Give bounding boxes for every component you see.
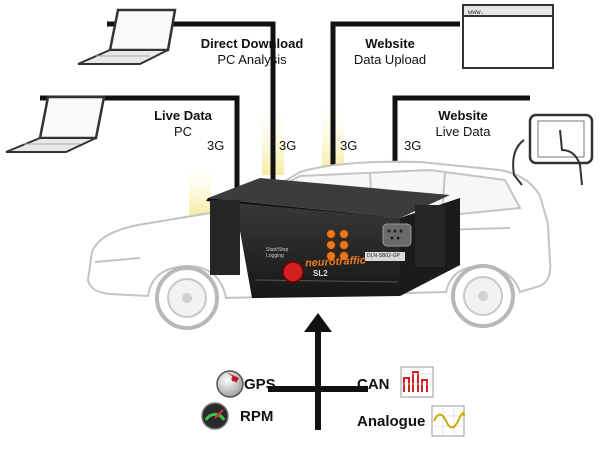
svg-text:www.: www. [468,9,485,17]
label-live-data-pc-subtitle: PC [173,124,193,139]
signal-glow-1 [189,160,211,215]
analogue-signal-icon [431,405,465,437]
input-arrow [268,313,368,430]
label-website-live: Website Live Data [418,108,508,140]
tablet-icon [512,113,594,186]
device-button-label: Start/Stop Logging [266,247,289,259]
front-wheel [155,266,219,330]
label-website-live-subtitle: Live Data [435,124,491,139]
laptop-icon-top [77,8,177,65]
rear-wheel [451,264,515,328]
network-label-2: 3G [279,138,297,153]
network-label-4: 3G [404,138,422,153]
input-label-analogue: Analogue [357,413,426,430]
label-live-data-pc: Live Data PC [138,108,228,140]
label-direct-download: Direct Download PC Analysis [192,36,312,68]
label-direct-download-title: Direct Download [200,36,304,51]
label-website-live-title: Website [438,108,488,123]
rpm-gauge-icon [201,402,229,430]
device-model: SL2 [313,269,328,278]
label-website-upload-title: Website [365,36,415,51]
laptop-icon-left [5,95,106,153]
device-serial: DLN-SB02-GP [367,253,400,259]
label-live-data-pc-title: Live Data [154,108,212,123]
network-label-3: 3G [340,138,358,153]
network-label-1: 3G [207,138,225,153]
input-label-rpm: RPM [240,408,274,425]
line-website-upload [330,21,460,180]
browser-window-icon: www. [462,4,554,69]
label-direct-download-subtitle: PC Analysis [217,52,287,67]
label-website-upload-subtitle: Data Upload [353,52,427,67]
label-website-upload: Website Data Upload [340,36,440,68]
can-bus-icon [400,366,434,398]
input-label-can: CAN [357,376,390,393]
input-label-gps: GPS [244,376,276,393]
line-live-data-pc [40,95,240,225]
gps-icon [216,370,244,398]
start-stop-button[interactable] [282,261,304,283]
